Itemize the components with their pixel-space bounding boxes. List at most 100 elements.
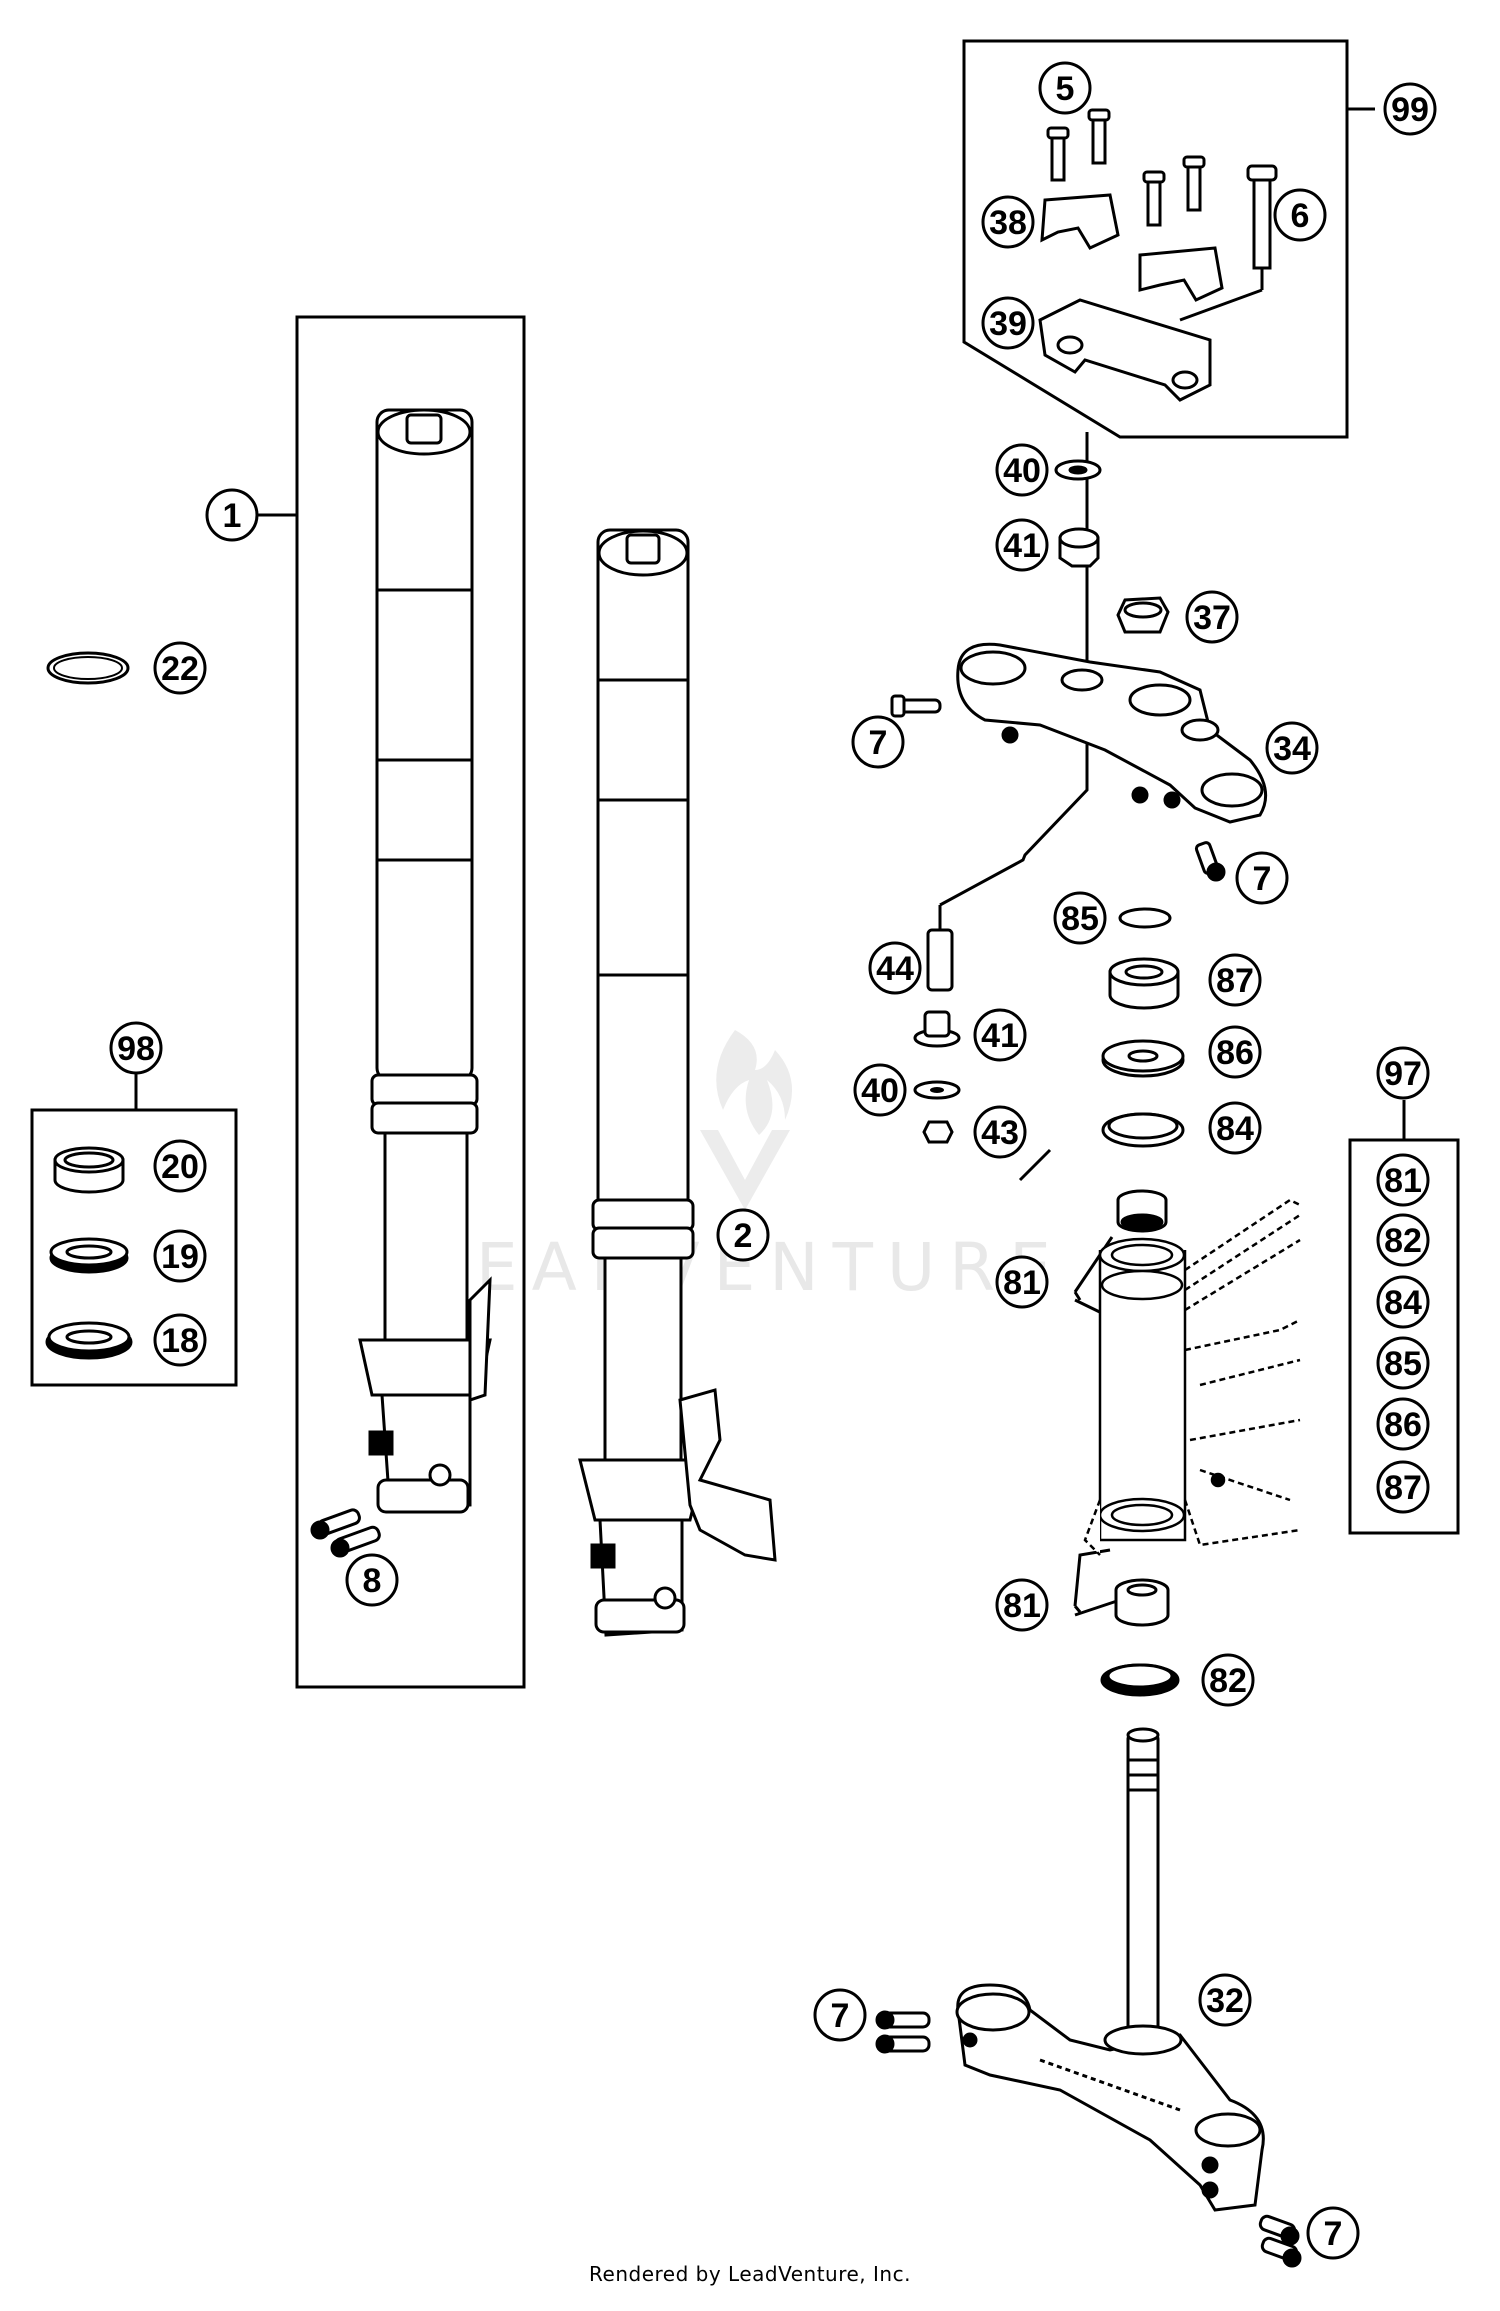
callout-c99: 99 — [1383, 82, 1437, 136]
callout-circle — [813, 1988, 867, 2042]
callout-circle — [1376, 1046, 1430, 1100]
nut-87 — [1108, 957, 1180, 1010]
callout-label: 6 — [1291, 197, 1310, 235]
watermark-flame-logo — [716, 1030, 793, 1135]
fork-assembly-box — [295, 315, 526, 1689]
fork-leg-right — [578, 528, 777, 1637]
callout-circle — [1383, 82, 1437, 136]
bolt-7-top-right — [1194, 841, 1226, 882]
callout-label: 38 — [989, 204, 1027, 242]
render-credit: Rendered by LeadVenture, Inc. — [589, 2262, 911, 2286]
callout-circle — [1265, 721, 1319, 775]
callout-circle — [981, 195, 1035, 249]
callout-circle — [995, 518, 1049, 572]
callout-c37: 37 — [1185, 590, 1239, 644]
callout-label: 84 — [1216, 1110, 1254, 1148]
callout-label: 7 — [1324, 2215, 1343, 2253]
callout-circle — [1376, 1397, 1430, 1451]
callout-circle — [153, 641, 207, 695]
callout-circle — [995, 1578, 1049, 1632]
callout-label: 19 — [161, 1238, 199, 1276]
seal-18 — [45, 1321, 133, 1360]
callout-circle — [1376, 1213, 1430, 1267]
callout-label: 7 — [1253, 860, 1272, 898]
callout-circle — [1208, 1101, 1262, 1155]
washer-40-upper — [1054, 459, 1102, 481]
callout-c1: 1 — [205, 488, 259, 542]
callout-c7b: 7 — [1235, 851, 1289, 905]
seal-82 — [1100, 1663, 1180, 1697]
seal-20 — [53, 1146, 125, 1194]
frame-steering-head — [1083, 1198, 1301, 1556]
callout-c43: 43 — [973, 1105, 1027, 1159]
callout-label: 81 — [1384, 1162, 1422, 1200]
callout-label: 2 — [734, 1217, 753, 1255]
callout-circle — [1053, 891, 1107, 945]
callout-c86: 86 — [1208, 1025, 1262, 1079]
callout-circle — [345, 1553, 399, 1607]
handlebar-clamp-kit — [1038, 108, 1278, 402]
callout-c41a: 41 — [995, 518, 1049, 572]
callout-label: 84 — [1384, 1284, 1422, 1322]
callout-c97_87: 87 — [1376, 1460, 1430, 1514]
nut-37 — [1116, 596, 1170, 634]
callout-circle — [1273, 188, 1327, 242]
callout-c19: 19 — [153, 1229, 207, 1283]
seal-kit-box — [30, 1108, 238, 1387]
callout-circle — [109, 1021, 163, 1075]
callout-label: 87 — [1384, 1469, 1422, 1507]
callout-circle — [716, 1208, 770, 1262]
callout-circle — [1376, 1460, 1430, 1514]
callout-c32: 32 — [1198, 1973, 1252, 2027]
callout-c40b: 40 — [853, 1063, 907, 1117]
callout-label: 32 — [1206, 1982, 1244, 2020]
callout-c82: 82 — [1201, 1653, 1255, 1707]
callout-circle — [1198, 1973, 1252, 2027]
lower-triple-clamp-32 — [955, 1727, 1265, 2212]
callout-label: 86 — [1384, 1406, 1422, 1444]
callout-label: 87 — [1216, 962, 1254, 1000]
callout-circle — [1376, 1153, 1430, 1207]
callout-c97_81: 81 — [1376, 1153, 1430, 1207]
callout-circle — [1376, 1275, 1430, 1329]
callout-label: 34 — [1273, 730, 1311, 768]
callout-label: 7 — [831, 1997, 850, 2035]
callout-circle — [153, 1229, 207, 1283]
callout-label: 22 — [161, 650, 199, 688]
callout-c97_82: 82 — [1376, 1213, 1430, 1267]
callout-c20: 20 — [153, 1139, 207, 1193]
callout-circle — [153, 1139, 207, 1193]
watermark-v-logo — [700, 1130, 790, 1210]
callout-c34: 34 — [1265, 721, 1319, 775]
callout-label: 97 — [1384, 1055, 1422, 1093]
callout-circle — [1208, 1025, 1262, 1079]
callout-label: 82 — [1384, 1222, 1422, 1260]
nut-43 — [922, 1120, 954, 1144]
callout-circle — [1376, 1336, 1430, 1390]
callout-c40a: 40 — [995, 443, 1049, 497]
callout-c38: 38 — [981, 195, 1035, 249]
bolt-7-top-left — [890, 694, 942, 718]
callout-label: 81 — [1003, 1587, 1041, 1625]
washer-86 — [1101, 1039, 1185, 1078]
callout-label: 41 — [1003, 527, 1041, 565]
callout-label: 99 — [1391, 91, 1429, 129]
callout-label: 40 — [861, 1072, 899, 1110]
callout-circle — [981, 296, 1035, 350]
bolts-7-lower-right — [1258, 2214, 1302, 2268]
callout-label: 37 — [1193, 599, 1231, 637]
callout-c2: 2 — [716, 1208, 770, 1262]
callouts: 1256777781819202232343738394040414143448… — [109, 61, 1437, 2260]
callout-c18: 18 — [153, 1313, 207, 1367]
callout-label: 85 — [1061, 900, 1099, 938]
callout-circle — [973, 1008, 1027, 1062]
callout-label: 44 — [876, 950, 914, 988]
bearing-81-upper — [1116, 1189, 1168, 1233]
callout-c7d: 7 — [1306, 2206, 1360, 2260]
callout-c98: 98 — [109, 1021, 163, 1075]
callout-c41b: 41 — [973, 1008, 1027, 1062]
bush-41-lower — [913, 1010, 961, 1048]
callout-circle — [205, 488, 259, 542]
callout-label: 20 — [161, 1148, 199, 1186]
